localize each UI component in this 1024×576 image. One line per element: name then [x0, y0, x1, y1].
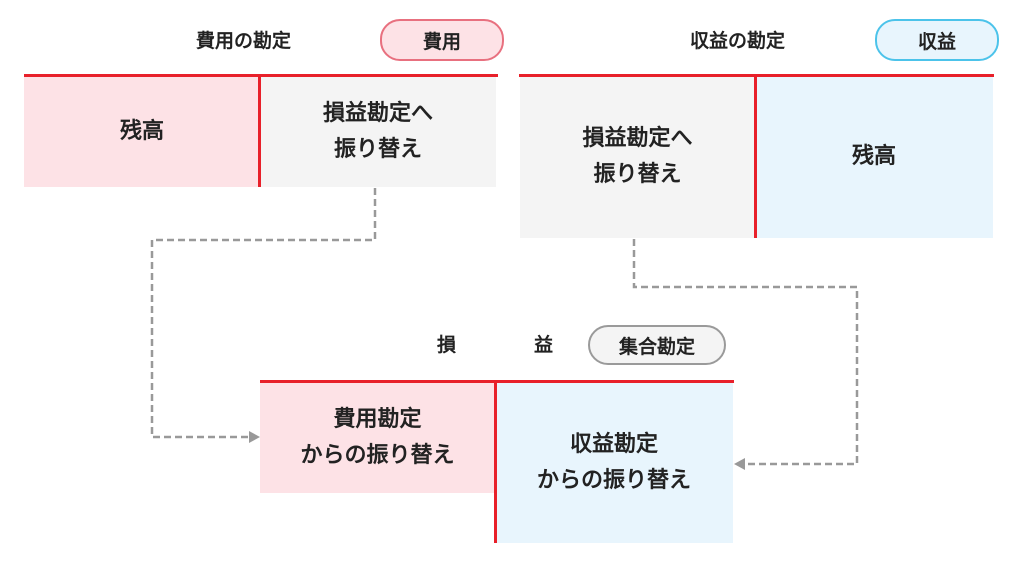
revenue-transfer-cell: 損益勘定へ 振り替え — [520, 76, 755, 238]
pl-ledger-center-line — [494, 380, 497, 543]
expense-to-pl-arrowhead — [249, 431, 260, 443]
expense-balance-cell: 残高 — [24, 76, 260, 187]
pl-revenue-transfer-line1: 収益勘定 — [569, 431, 658, 457]
expense-transfer-cell: 損益勘定へ 振り替え — [260, 76, 496, 187]
revenue-ledger-center-line — [754, 74, 757, 238]
expense-to-pl-connector — [150, 188, 377, 439]
expense-balance-label: 残高 — [119, 118, 164, 144]
pl-expense-transfer-line1: 費用勘定 — [333, 406, 422, 432]
pl-title-char1: 損 — [437, 334, 457, 356]
pl-revenue-transfer-line2: からの振り替え — [536, 467, 691, 493]
revenue-badge-label: 収益 — [917, 30, 956, 53]
pl-expense-transfer-line2: からの振り替え — [300, 442, 455, 468]
revenue-to-pl-connector — [632, 239, 859, 466]
expense-account-title: 費用の勘定 — [196, 30, 292, 52]
expense-ledger-top-line — [24, 74, 498, 77]
pl-expense-transfer-cell: 費用勘定 からの振り替え — [260, 382, 495, 493]
revenue-badge: 収益 — [875, 19, 999, 61]
expense-badge-label: 費用 — [422, 30, 461, 53]
revenue-balance-cell: 残高 — [755, 76, 993, 238]
pl-badge: 集合勘定 — [588, 325, 726, 365]
revenue-account-title: 収益の勘定 — [690, 30, 786, 52]
revenue-to-pl-arrowhead — [734, 458, 745, 470]
pl-title-char2: 益 — [534, 334, 554, 356]
revenue-transfer-line2: 振り替え — [593, 162, 682, 187]
expense-ledger-center-line — [258, 74, 261, 187]
expense-transfer-line1: 損益勘定へ — [322, 100, 433, 126]
pl-badge-label: 集合勘定 — [618, 335, 695, 358]
pl-revenue-transfer-cell: 収益勘定 からの振り替え — [495, 382, 733, 543]
pl-ledger-top-line — [260, 380, 734, 383]
expense-transfer-line2: 振り替え — [333, 136, 422, 162]
revenue-balance-label: 残高 — [851, 144, 896, 169]
expense-badge: 費用 — [380, 19, 504, 61]
revenue-transfer-line1: 損益勘定へ — [582, 126, 693, 151]
